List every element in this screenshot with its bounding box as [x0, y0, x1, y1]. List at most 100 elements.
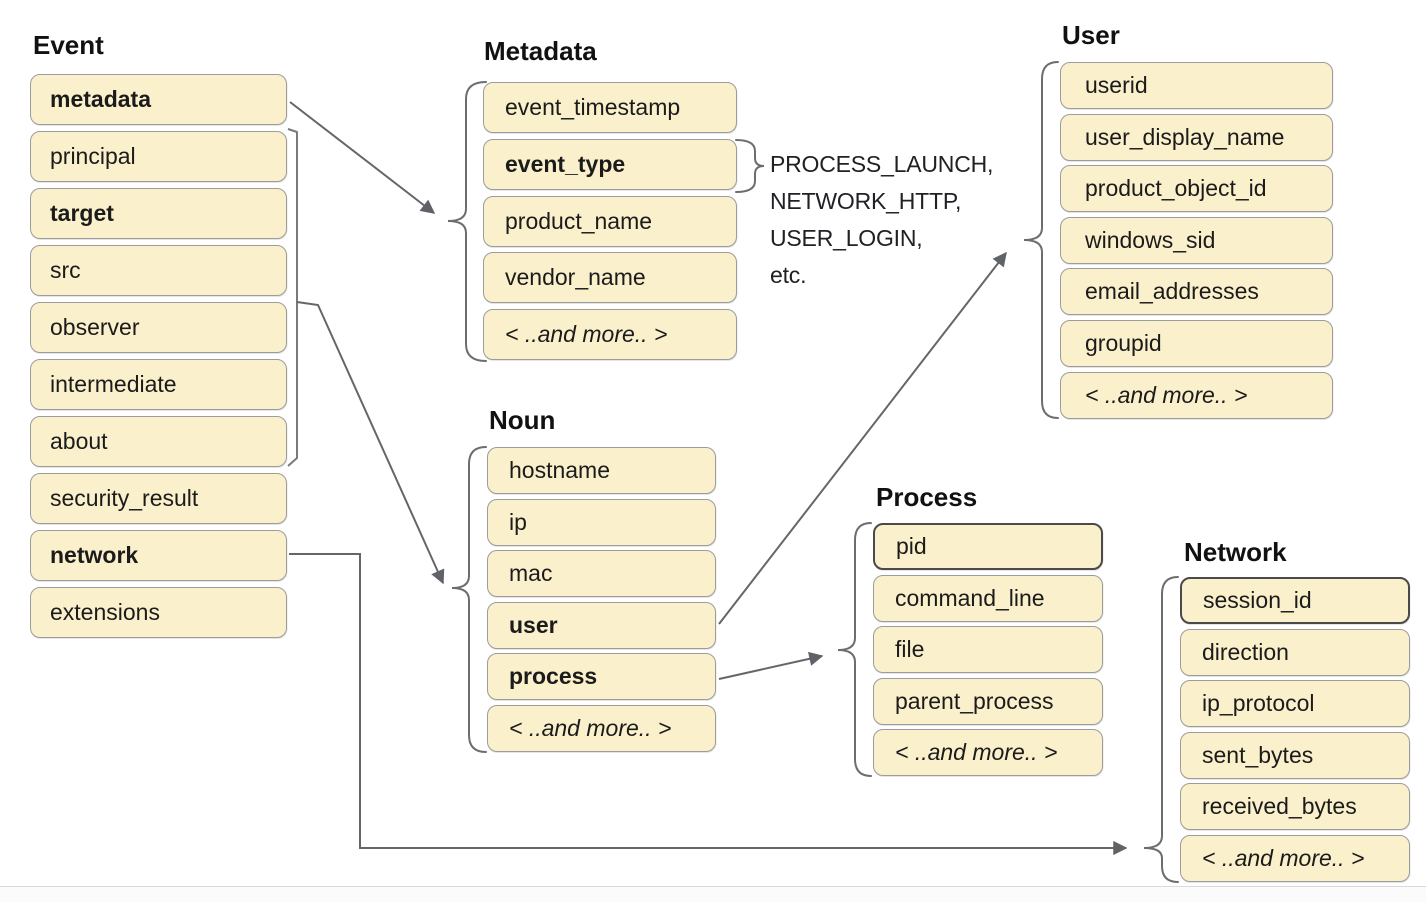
process-field-parent_process: parent_process [873, 677, 1103, 725]
field-label: groupid [1085, 329, 1162, 356]
process-field-command_line: command_line [873, 574, 1103, 622]
event-field-metadata: metadata [30, 74, 287, 125]
field-label: src [50, 257, 81, 283]
event-field-principal: principal [30, 131, 287, 182]
field-label: metadata [50, 86, 151, 112]
network-field-sent_bytes: sent_bytes [1180, 731, 1410, 779]
network-field-received_bytes: received_bytes [1180, 783, 1410, 831]
network-group-title: Network [1184, 537, 1287, 567]
field-label: mac [509, 560, 553, 587]
event-field-about: about [30, 416, 287, 467]
process-field-file: file [873, 626, 1103, 674]
field-label: ip_protocol [1202, 690, 1315, 717]
field-label: direction [1202, 638, 1289, 665]
event-field-security_result: security_result [30, 473, 287, 524]
field-label: received_bytes [1202, 793, 1357, 820]
bottom-divider [0, 886, 1426, 902]
noun-field-mac: mac [487, 550, 716, 598]
noun-field-list: hostname ip mac user process < ..and more.. > [487, 447, 716, 757]
process-field-pid: pid [873, 523, 1103, 570]
field-label: session_id [1203, 587, 1312, 613]
field-label: product_object_id [1085, 175, 1267, 202]
field-label: extensions [50, 599, 160, 625]
arrow-process-to-process-group [718, 651, 824, 680]
event-field-observer: observer [30, 302, 287, 353]
field-label: userid [1085, 72, 1148, 98]
user-field-user_display_name: user_display_name [1060, 113, 1333, 161]
metadata-field-product_name: product_name [483, 195, 737, 247]
field-label: < ..and more.. > [895, 739, 1058, 766]
noun-field-process: process [487, 653, 716, 701]
field-label: product_name [505, 207, 653, 234]
field-label: security_result [50, 485, 199, 511]
field-label: pid [896, 533, 927, 559]
field-label: about [50, 428, 108, 454]
metadata-field-andmore: < ..and more.. > [483, 309, 737, 361]
field-label: event_timestamp [505, 94, 681, 120]
field-label: target [50, 200, 114, 226]
noun-field-user: user [487, 601, 716, 649]
network-group-brace [1143, 576, 1179, 883]
metadata-field-event_timestamp: event_timestamp [483, 82, 737, 133]
event-type-value: NETWORK_HTTP, [770, 188, 962, 214]
event-type-values-annotation: PROCESS_LAUNCH, NETWORK_HTTP, USER_LOGIN,e… [770, 146, 993, 294]
noun-field-ip: ip [487, 498, 716, 546]
user-group-title: User [1062, 20, 1120, 50]
event-nouns-bracket [287, 128, 298, 467]
arrow-metadata-to-metadata-group [289, 101, 436, 214]
field-label: command_line [895, 584, 1045, 611]
field-label: file [895, 636, 925, 663]
metadata-field-event_type: event_type [483, 138, 737, 190]
field-label: principal [50, 143, 136, 169]
metadata-group-brace [447, 81, 487, 362]
field-label: email_addresses [1085, 278, 1259, 305]
field-label: vendor_name [505, 264, 646, 291]
user-field-email_addresses: email_addresses [1060, 268, 1333, 316]
field-label: intermediate [50, 371, 177, 397]
event-field-intermediate: intermediate [30, 359, 287, 410]
event-type-value: USER_LOGIN, [770, 225, 923, 251]
field-label: ip [509, 508, 527, 535]
network-field-ip_protocol: ip_protocol [1180, 680, 1410, 728]
user-field-groupid: groupid [1060, 319, 1333, 367]
field-label: windows_sid [1085, 226, 1216, 253]
metadata-group-title: Metadata [484, 36, 597, 66]
event-field-network: network [30, 530, 287, 581]
field-label: sent_bytes [1202, 741, 1314, 768]
metadata-field-vendor_name: vendor_name [483, 252, 737, 304]
process-field-andmore: < ..and more.. > [873, 729, 1103, 777]
user-field-andmore: < ..and more.. > [1060, 371, 1333, 419]
field-label: observer [50, 314, 140, 340]
noun-field-hostname: hostname [487, 447, 716, 494]
event-field-list: metadata principal target src observer interm… [30, 74, 287, 644]
process-group-title: Process [876, 482, 978, 512]
user-field-windows_sid: windows_sid [1060, 216, 1333, 264]
event-field-target: target [30, 188, 287, 239]
field-label: user [509, 611, 558, 638]
field-label: user_display_name [1085, 123, 1285, 150]
user-field-userid: userid [1060, 62, 1333, 109]
event-type-value: etc. [770, 262, 807, 288]
network-field-session_id: session_id [1180, 577, 1410, 624]
noun-group-brace [451, 446, 487, 753]
field-label: process [509, 663, 598, 690]
arrow-event-nouns-to-noun-group [296, 301, 445, 585]
field-label: < ..and more.. > [1085, 381, 1248, 408]
field-label: hostname [509, 457, 611, 483]
field-label: network [50, 542, 139, 568]
event-type-value: PROCESS_LAUNCH, [770, 151, 994, 177]
user-field-product_object_id: product_object_id [1060, 165, 1333, 213]
network-field-andmore: < ..and more.. > [1180, 834, 1410, 882]
event-field-src: src [30, 245, 287, 296]
user-field-list: userid user_display_name product_object_id… [1060, 62, 1333, 423]
field-label: < ..and more.. > [509, 714, 672, 741]
event-group-title: Event [33, 30, 104, 60]
network-field-direction: direction [1180, 628, 1410, 676]
event-field-extensions: extensions [30, 587, 287, 638]
field-label: < ..and more.. > [1202, 844, 1365, 871]
field-label: parent_process [895, 687, 1054, 714]
field-label: < ..and more.. > [505, 321, 668, 348]
noun-field-andmore: < ..and more.. > [487, 704, 716, 752]
